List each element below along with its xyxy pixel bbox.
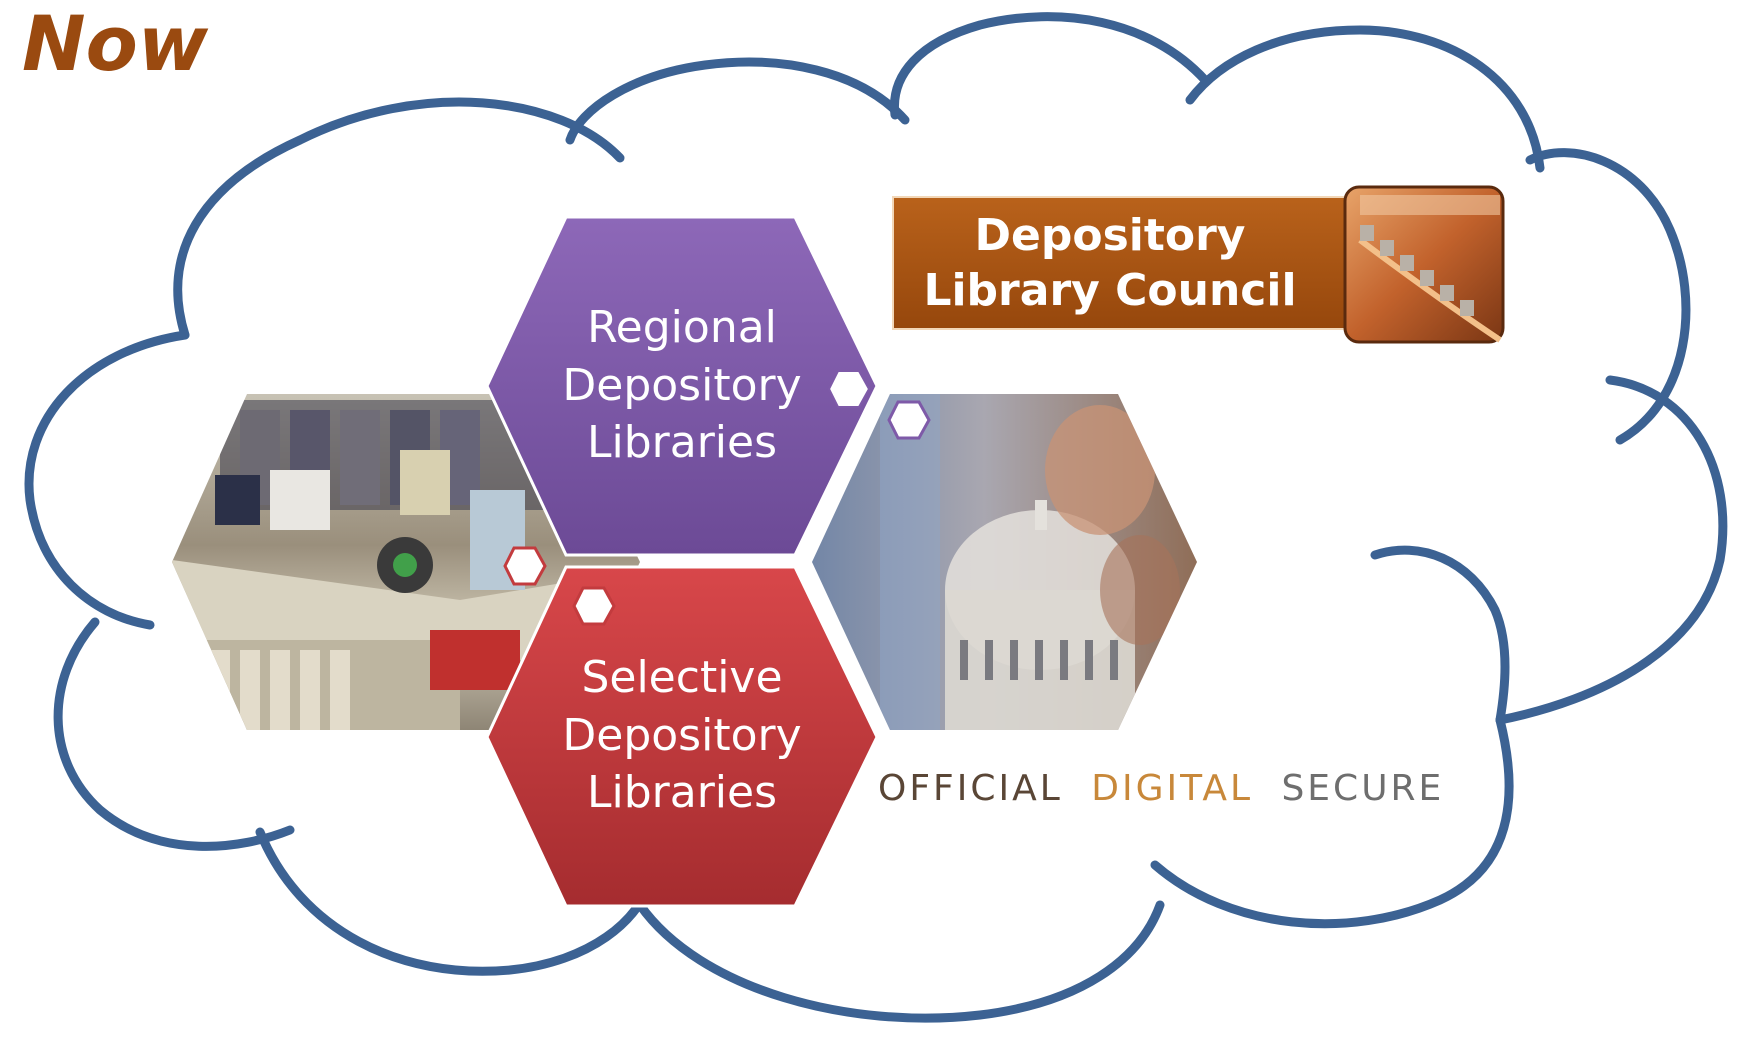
cloud-outline	[24, 12, 1728, 1023]
page-title: Now	[22, 0, 209, 88]
tagline-word-official: OFFICIAL	[878, 768, 1063, 809]
regional-label-line1: Regional	[587, 302, 777, 353]
council-banner	[892, 196, 1354, 330]
council-room-photo	[1343, 185, 1505, 344]
connector-hexagon-regional	[827, 370, 871, 408]
regional-depository-hexagon	[485, 215, 879, 557]
regional-label-line2: Depository	[562, 360, 801, 411]
council-label-line1: Depository	[974, 210, 1245, 261]
connector-hexagon-selective	[572, 586, 616, 626]
selective-depository-hexagon	[485, 565, 879, 908]
tagline-word-secure: SECURE	[1281, 768, 1444, 809]
tagline-word-digital: DIGITAL	[1091, 768, 1253, 809]
connector-hexagon-library	[503, 546, 547, 586]
tagline: OFFICIAL DIGITAL SECURE	[878, 768, 1444, 809]
selective-label-line1: Selective	[581, 652, 782, 703]
selective-label-line2: Depository	[562, 710, 801, 761]
capitol-photo	[812, 394, 1197, 730]
selective-label-line3: Libraries	[587, 767, 777, 818]
council-label-line2: Library Council	[923, 265, 1296, 316]
regional-label-line3: Libraries	[587, 417, 777, 468]
connector-hexagon-capitol	[887, 400, 931, 440]
